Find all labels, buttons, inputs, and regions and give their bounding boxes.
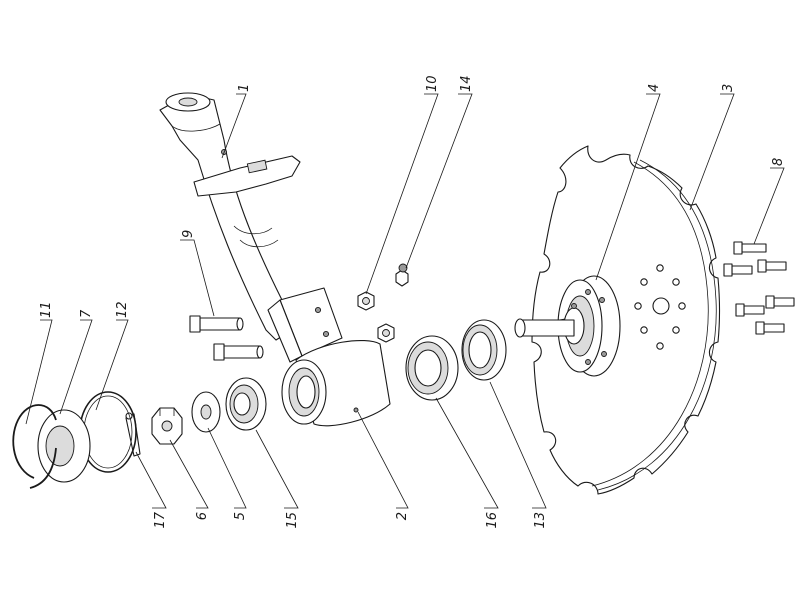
cotter-pin	[125, 412, 141, 457]
retaining-ring	[12, 404, 57, 489]
callout-4: 4	[647, 84, 662, 92]
bolt-holes	[634, 264, 686, 350]
callout-2: 2	[395, 512, 410, 520]
shank-bolts	[189, 315, 264, 361]
washer	[191, 391, 221, 433]
grease-fitting	[395, 263, 409, 287]
notched-disc-blade	[531, 145, 721, 495]
castle-nut	[151, 407, 183, 445]
callout-9: 9	[181, 230, 196, 238]
callout-6: 6	[195, 512, 210, 520]
callout-1: 1	[237, 84, 252, 92]
inner-seal-cup	[225, 377, 267, 431]
hub	[514, 275, 621, 377]
callout-12: 12	[115, 301, 130, 318]
callout-13: 13	[533, 512, 548, 529]
callout-16: 16	[485, 512, 500, 529]
dust-cap	[37, 409, 91, 483]
shank-arm	[159, 92, 343, 363]
bearing	[405, 335, 459, 401]
callout-15: 15	[285, 512, 300, 529]
leader-lines	[25, 93, 785, 509]
callout-5: 5	[233, 512, 248, 520]
callout-8: 8	[771, 158, 786, 166]
callout-labels: 1 2 3 4 5 6 7 8 9 10 11 12 13 14 15 16 1…	[39, 75, 786, 528]
callout-10: 10	[425, 75, 440, 92]
callout-17: 17	[153, 511, 168, 528]
bearing-housing	[281, 339, 391, 427]
hub-bolts	[723, 241, 795, 335]
lock-nuts	[357, 291, 395, 343]
callout-3: 3	[721, 84, 736, 92]
callout-7: 7	[79, 309, 94, 318]
callout-14: 14	[459, 75, 474, 92]
callout-11: 11	[39, 301, 54, 318]
seal	[461, 319, 507, 381]
